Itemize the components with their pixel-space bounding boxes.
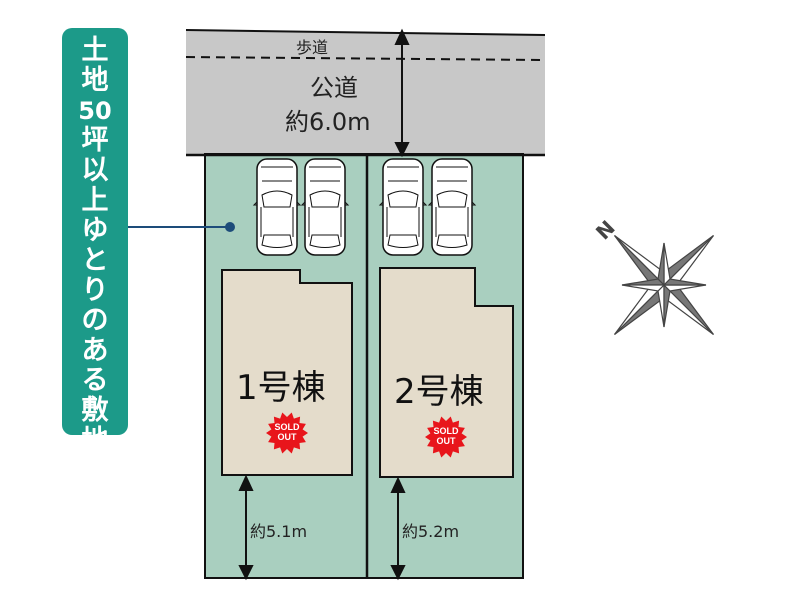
sold-text: SOLD <box>274 422 300 432</box>
building-1 <box>221 269 353 476</box>
road-width-arrow <box>394 28 410 158</box>
badge-text: あ <box>81 335 109 366</box>
badge-text: る <box>81 365 109 396</box>
public-road <box>186 30 545 155</box>
badge-text: 上 <box>81 185 109 216</box>
out-text: OUT <box>436 436 456 446</box>
compass-rose-icon <box>614 235 714 335</box>
badge-text: 地 <box>81 65 109 96</box>
setback-arrow-2 <box>390 476 406 581</box>
badge-text: と <box>81 245 109 276</box>
setback-1-label: 約5.1m <box>250 522 308 541</box>
parked-car-icon <box>427 158 477 256</box>
parked-car-icon <box>300 158 350 256</box>
badge-leader-dot <box>225 222 235 232</box>
badge-text: 以 <box>81 155 109 186</box>
badge-text: り <box>81 275 109 306</box>
road-width-label: 約6.0m <box>285 108 371 136</box>
badge-text: 敷 <box>81 395 109 426</box>
badge-text: 土 <box>81 35 109 66</box>
setback-arrow-1 <box>238 474 254 581</box>
parked-car-icon <box>252 158 302 256</box>
out-text: OUT <box>277 432 297 442</box>
badge-text: 坪 <box>81 125 109 156</box>
starburst-icon <box>266 412 308 454</box>
badge-text: の <box>81 305 109 336</box>
building-2-label: 2号棟 <box>394 372 484 412</box>
starburst-icon <box>425 416 467 458</box>
badge-text: 地 <box>81 425 109 456</box>
badge-text: ゆ <box>81 215 109 246</box>
parked-car-icon <box>378 158 428 256</box>
sidewalk-label: 歩道 <box>296 38 329 57</box>
sold-text: SOLD <box>433 426 459 436</box>
road-name-label: 公道 <box>310 74 358 102</box>
setback-2-label: 約5.2m <box>402 522 460 541</box>
building-2 <box>379 267 514 478</box>
badge-text: 50 <box>78 97 112 125</box>
building-1-label: 1号棟 <box>236 368 326 408</box>
